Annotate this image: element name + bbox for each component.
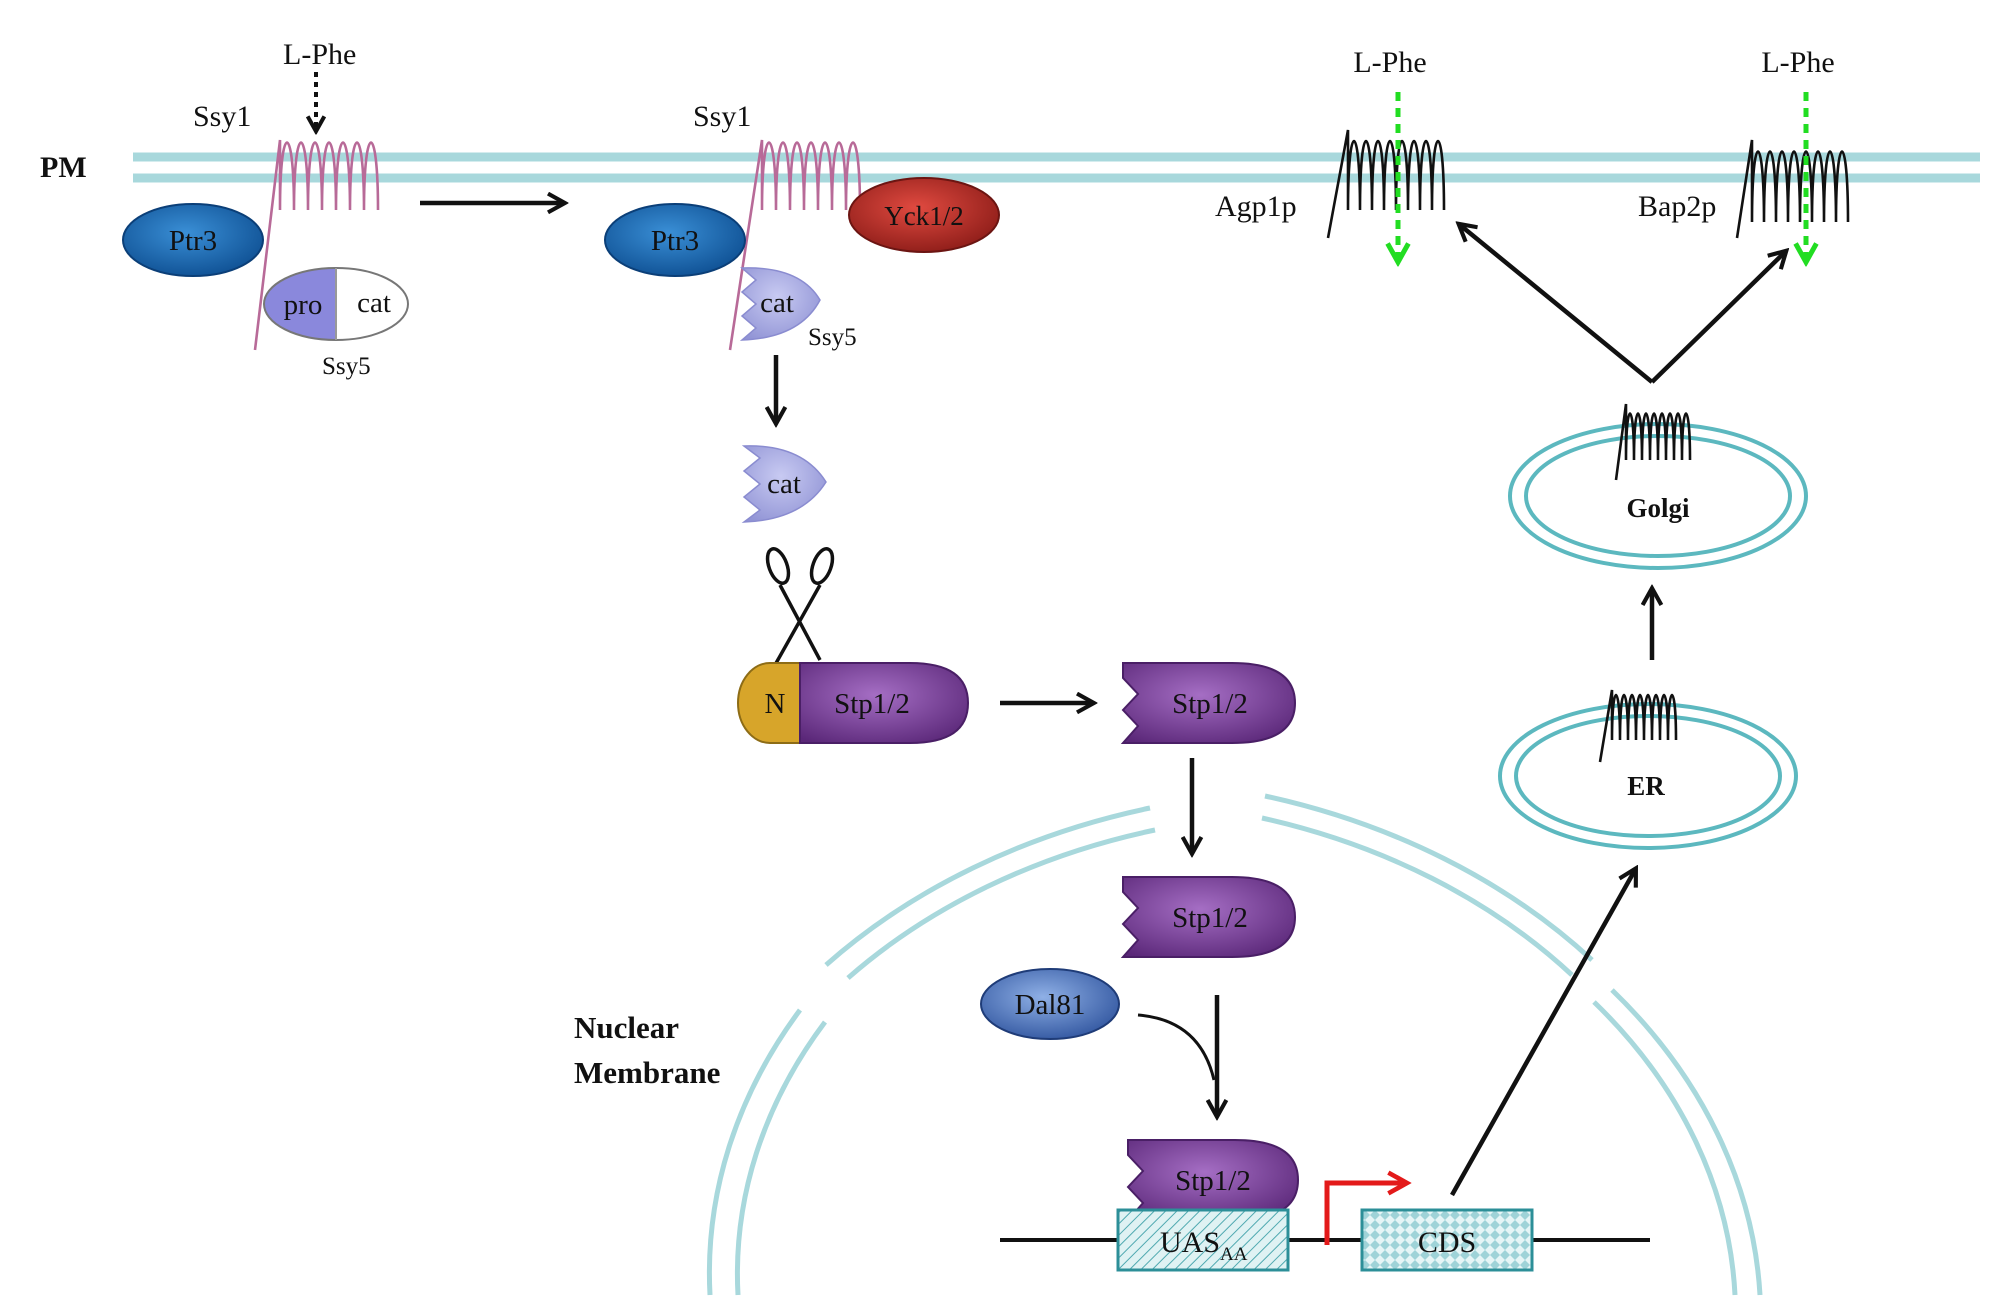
er-organelle [1498, 702, 1798, 850]
ssy1-receptor-1 [253, 139, 380, 351]
stp-nuclear [1120, 876, 1297, 958]
bap2p-permease [1735, 139, 1850, 239]
plasma-membrane [133, 152, 1980, 183]
n-domain-label: N [765, 688, 786, 720]
er-permease [1598, 689, 1678, 763]
ssy1-label-2: Ssy1 [693, 100, 751, 133]
stp-label-cleaved: Stp1/2 [1172, 688, 1248, 720]
cat-label-2: cat [760, 287, 794, 319]
ssy5-pro-cat-1 [263, 267, 409, 341]
cds-label: CDS [1418, 1226, 1476, 1259]
cat-label-3: cat [767, 468, 801, 500]
ssy5-label-1: Ssy5 [322, 353, 371, 380]
stp-label-precursor: Stp1/2 [834, 688, 910, 720]
cat-domain-2 [739, 267, 821, 341]
cat-label-1: cat [357, 287, 391, 319]
arrow-to-er [1450, 870, 1635, 1197]
dal81-label: Dal81 [1015, 989, 1086, 1021]
ptr3-protein-1 [122, 203, 264, 277]
lphe-label-2: L-Phe [1353, 46, 1426, 79]
stp-cleaved [1120, 662, 1297, 744]
agp1p-permease [1326, 129, 1446, 239]
promoter-arrow [1324, 1183, 1405, 1245]
ptr3-label-1: Ptr3 [169, 225, 217, 257]
er-label: ER [1627, 771, 1665, 801]
uas-element [1116, 1208, 1290, 1272]
agp1p-label: Agp1p [1215, 190, 1297, 223]
cds-element [1360, 1208, 1534, 1272]
ptr3-label-2: Ptr3 [651, 225, 699, 257]
pm-label: PM [40, 151, 87, 184]
golgi-label: Golgi [1626, 493, 1690, 523]
lphe-label-1: L-Phe [283, 38, 356, 71]
arrow-golgi-to-bap2p [1650, 252, 1785, 384]
n-stp-precursor [737, 662, 970, 744]
bap2p-label: Bap2p [1638, 190, 1716, 223]
nuclear-membrane [706, 793, 1763, 1296]
nuclear-membrane-label-1: Nuclear [574, 1010, 679, 1045]
golgi-permease [1614, 403, 1692, 481]
pro-label: pro [284, 289, 323, 321]
stp-label-bound: Stp1/2 [1175, 1165, 1251, 1197]
dal81-protein [980, 968, 1120, 1040]
arrow-golgi-to-agp1p [1460, 225, 1654, 384]
yck-label: Yck1/2 [884, 201, 963, 231]
arrow-dal81-join [1137, 1013, 1216, 1081]
ssy1-label-1: Ssy1 [193, 100, 251, 133]
lphe-label-3: L-Phe [1761, 46, 1834, 79]
scissors-icon [765, 547, 835, 666]
ssy1-receptor-2 [728, 139, 862, 351]
ptr3-protein-2 [604, 203, 746, 277]
cat-domain-free [741, 445, 827, 523]
ssy5-label-2: Ssy5 [808, 324, 857, 351]
stp-label-nuclear: Stp1/2 [1172, 902, 1248, 934]
yck-protein [848, 177, 1000, 253]
uas-label: UASAA [1160, 1226, 1248, 1265]
nuclear-membrane-label-2: Membrane [574, 1055, 720, 1090]
